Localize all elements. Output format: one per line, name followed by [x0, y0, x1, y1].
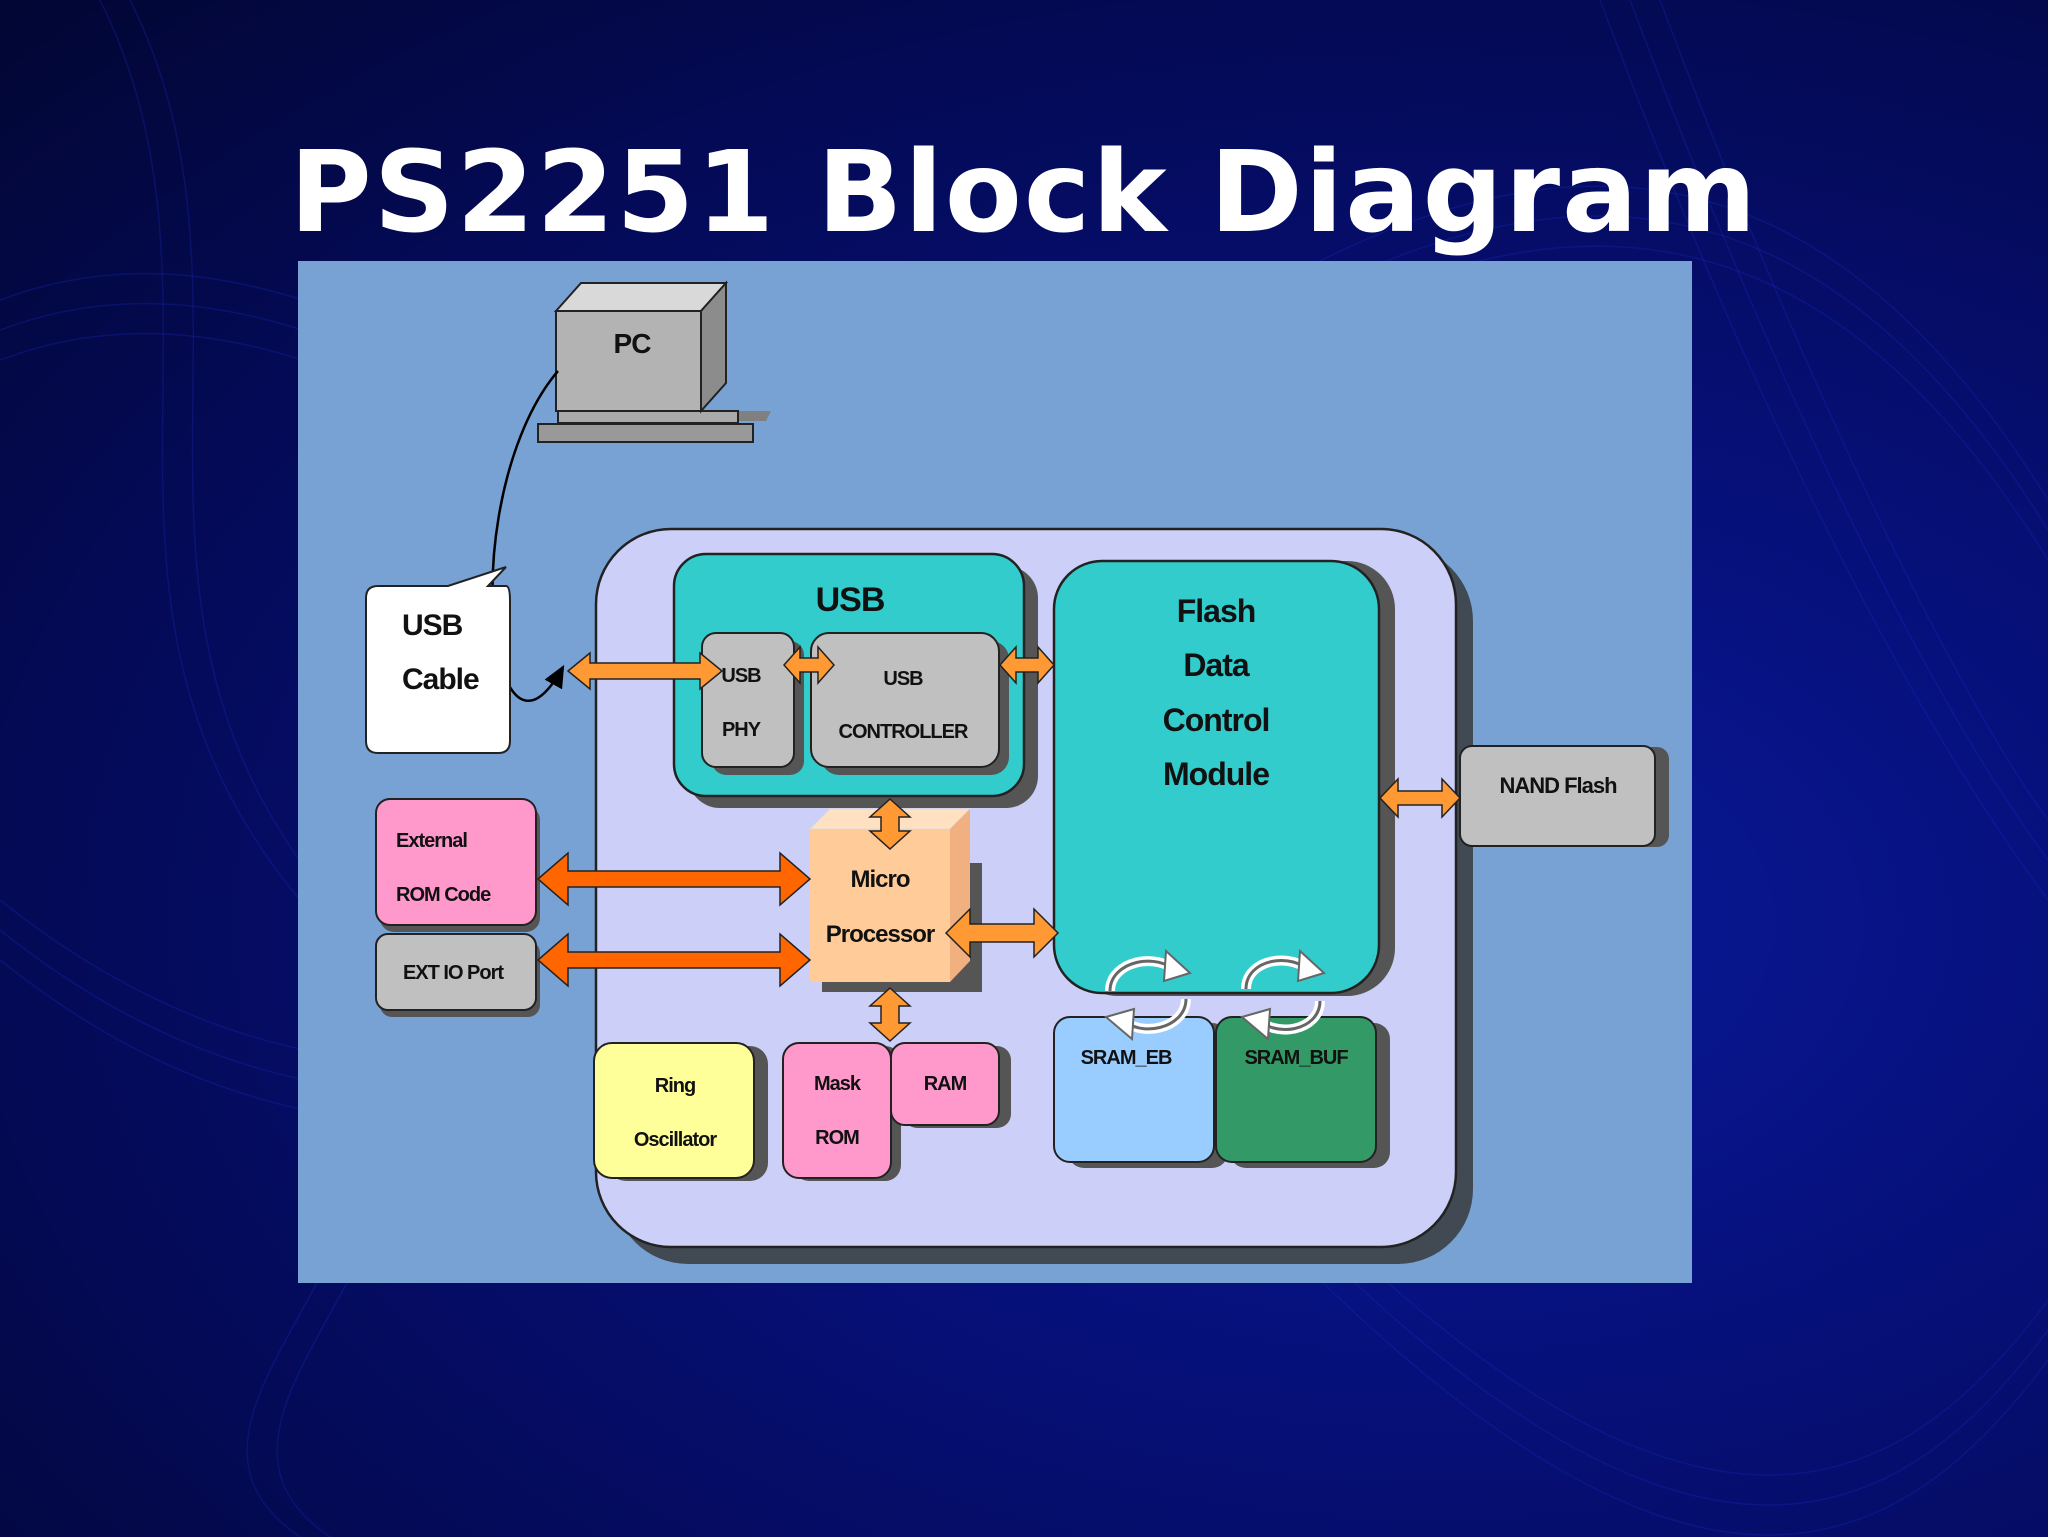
usb-cable-label-line2: Cable [402, 663, 479, 696]
ram-box [890, 1042, 1000, 1126]
arrow-micro-to-memory [868, 986, 912, 1043]
external-rom-line1: External [396, 830, 467, 852]
arrow-phy-to-controller [782, 645, 836, 685]
pc-computer: PC [537, 280, 771, 443]
usb-cable-callout: USB Cable [365, 566, 511, 754]
sram-buf-box [1215, 1016, 1377, 1163]
usb-phy-line2: PHY [722, 719, 762, 741]
flash-module-line3: Control [1163, 702, 1270, 738]
usb-block-title: USB [816, 581, 885, 619]
sram-buf-exchange-icon [1239, 948, 1326, 1042]
arrow-ext-io-to-micro [536, 932, 812, 988]
mask-rom-box [782, 1042, 892, 1179]
arrow-usb-to-micro [868, 797, 912, 851]
flash-module-line2: Data [1183, 647, 1250, 683]
micro-processor-line2: Processor [826, 921, 935, 948]
mask-rom-line1: Mask [814, 1073, 862, 1095]
block-diagram: PC USB Cable USB USB PHY USB CONTROLLER … [365, 280, 1669, 1264]
flash-module-line4: Module [1163, 756, 1269, 792]
mask-rom-line2: ROM [815, 1127, 859, 1149]
flash-module-line1: Flash [1177, 593, 1256, 629]
sram-eb-box [1053, 1016, 1215, 1163]
usb-controller-line1: USB [883, 668, 923, 690]
arrow-cable-to-usb-phy [566, 651, 724, 691]
nand-flash-label: NAND Flash [1499, 773, 1617, 798]
usb-controller-line2: CONTROLLER [839, 721, 969, 743]
arrow-usb-to-flash [998, 645, 1056, 685]
ext-io-port-label: EXT IO Port [403, 962, 504, 984]
sram-buf-label: SRAM_BUF [1244, 1047, 1348, 1069]
arrow-micro-to-flash [944, 907, 1060, 959]
external-rom-line2: ROM Code [396, 884, 491, 906]
pc-label: PC [614, 328, 652, 359]
usb-cable-label-line1: USB [402, 609, 463, 642]
micro-processor-line1: Micro [850, 866, 909, 893]
ring-oscillator-line1: Ring [655, 1075, 695, 1097]
ring-oscillator-box [593, 1042, 755, 1179]
usb-phy-line1: USB [721, 665, 761, 687]
flash-module-box [1052, 559, 1381, 995]
slide-title: PS2251 Block Diagram [289, 128, 1759, 258]
external-rom-box [375, 798, 537, 926]
arrow-external-rom-to-micro [536, 851, 812, 907]
usb-phy-box [701, 632, 795, 768]
sram-eb-label: SRAM_EB [1081, 1047, 1172, 1069]
ext-io-port-box [375, 933, 537, 1011]
arrow-flash-to-nand [1378, 777, 1462, 819]
usb-controller-box [810, 632, 1000, 768]
ring-oscillator-line2: Oscillator [634, 1129, 717, 1151]
nand-flash-box [1459, 745, 1656, 847]
ram-label: RAM [924, 1073, 967, 1095]
micro-processor-box [808, 808, 982, 992]
sram-eb-exchange-icon [1103, 948, 1192, 1042]
